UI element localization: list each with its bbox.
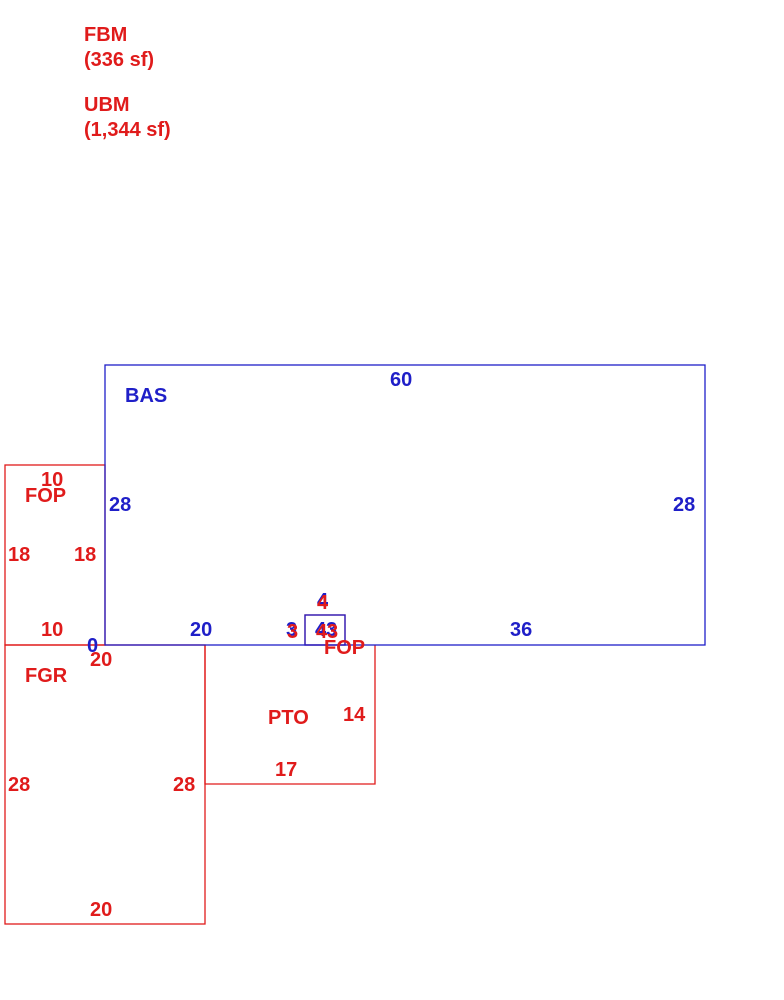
fop-south-top-dimension-red: 4 [317, 592, 329, 614]
bas-outline [104, 364, 706, 646]
fgr-top-dimension: 20 [90, 649, 112, 671]
fop-west-left-dimension: 18 [8, 544, 30, 566]
ubm-code: UBM [84, 94, 130, 116]
fop-west-bottom-dimension: 10 [41, 619, 63, 641]
pto-outline [204, 645, 376, 785]
bas-right-dimension: 28 [673, 494, 695, 516]
zero-dimension: 0 [87, 635, 98, 657]
fop-south-inner-outline [304, 614, 346, 646]
fbm-area: (336 sf) [84, 49, 155, 71]
fgr-label: FGR [25, 665, 68, 687]
bas-bottom-dimension-a: 20 [190, 619, 212, 641]
fop-west-label: FOP [25, 485, 66, 507]
fgr-left-dimension: 28 [8, 774, 30, 796]
fgr-right-dimension: 28 [173, 774, 195, 796]
ubm-area: (1,344 sf) [84, 119, 171, 141]
fbm-code: FBM [84, 24, 128, 46]
fop-south-top-dimension-blue: 4 [317, 590, 329, 612]
fop-west-right-dimension: 18 [74, 544, 96, 566]
fop-south-label: FOP [324, 637, 365, 659]
fop-west-top-dimension: 10 [41, 469, 63, 491]
fop-south-left-dimension-blue: 3 [286, 619, 297, 641]
bas-top-dimension: 60 [390, 369, 412, 391]
fop-south-inner-dimension-red: 4 [316, 621, 328, 643]
fop-south-right-dimension-blue: 3 [326, 619, 337, 641]
fop-south-left-dimension-red: 3 [287, 621, 298, 643]
bas-left-dimension: 28 [109, 494, 131, 516]
pto-label: PTO [268, 707, 309, 729]
fop-south-inner-dimension-blue: 4 [315, 619, 327, 641]
bas-label: BAS [125, 385, 167, 407]
pto-bottom-dimension: 17 [275, 759, 297, 781]
fop-south-right-dimension-red: 3 [327, 621, 338, 643]
pto-right-dimension: 14 [343, 704, 366, 726]
fgr-bottom-dimension: 20 [90, 899, 112, 921]
bas-bottom-dimension-b: 36 [510, 619, 532, 641]
